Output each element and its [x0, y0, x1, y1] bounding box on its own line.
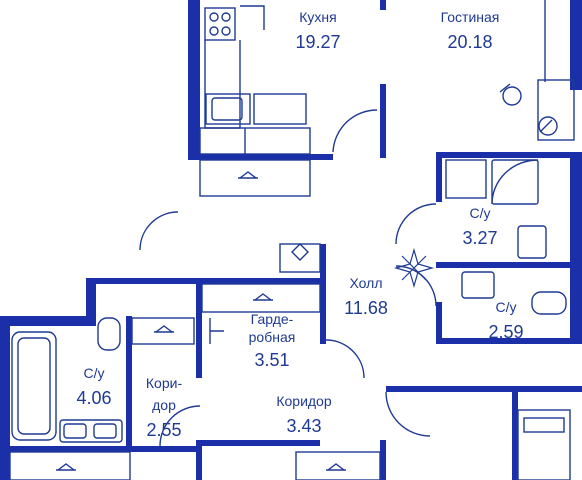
corridor-cabinet — [131, 317, 195, 345]
bath3-area: 4.06 — [76, 388, 111, 408]
cabinet — [199, 159, 311, 197]
corridor1-label-line2: дор — [152, 397, 176, 413]
sink-icon — [461, 271, 495, 299]
door-swing — [159, 405, 201, 447]
hall-label: Холл — [350, 275, 383, 291]
kitchen-area: 19.27 — [295, 32, 340, 52]
sink-icon — [205, 93, 251, 125]
toilet-icon — [531, 291, 567, 315]
shower-cabin — [491, 159, 539, 205]
dining-table — [199, 127, 311, 155]
door-swing — [395, 265, 437, 307]
kitchen-label: Кухня — [299, 9, 336, 25]
hall-area: 11.68 — [344, 298, 388, 318]
door-swing — [332, 109, 378, 153]
door-swing — [139, 211, 179, 251]
bath1-area: 3.27 — [462, 228, 497, 248]
corridor2-label: Коридор — [276, 393, 332, 409]
desk — [537, 79, 575, 141]
bed — [517, 409, 571, 480]
door-swing — [395, 203, 437, 245]
corridor1-area: 2.55 — [146, 420, 181, 440]
double-sink-icon — [59, 419, 123, 443]
bath2-label: С/у — [496, 299, 517, 315]
compass-icon — [393, 247, 435, 289]
stove-icon — [204, 7, 236, 41]
living-area: 20.18 — [447, 32, 492, 52]
door-swing — [385, 391, 431, 437]
corridor1-label-line1: Кори- — [146, 375, 183, 391]
corridor2-area: 3.43 — [286, 416, 321, 436]
room-labels: Кухня 19.27 Гостиная 20.18 С/у 3.27 Холл… — [76, 9, 523, 440]
sink-icon — [517, 225, 547, 259]
bath3-label: С/у — [84, 365, 105, 381]
wardrobe-label-line2: робная — [249, 329, 296, 345]
door-swing — [325, 339, 365, 379]
bathtub-icon — [11, 331, 57, 441]
bath2-area: 2.59 — [488, 322, 523, 342]
wardrobe-area: 3.51 — [254, 350, 289, 370]
hall-cabinet — [279, 243, 321, 273]
bath1-label: С/у — [470, 205, 491, 221]
fixtures — [9, 0, 575, 480]
living-label: Гостиная — [441, 9, 500, 25]
toilet-icon — [97, 317, 121, 351]
wardrobe-label-line1: Гарде- — [251, 311, 294, 327]
